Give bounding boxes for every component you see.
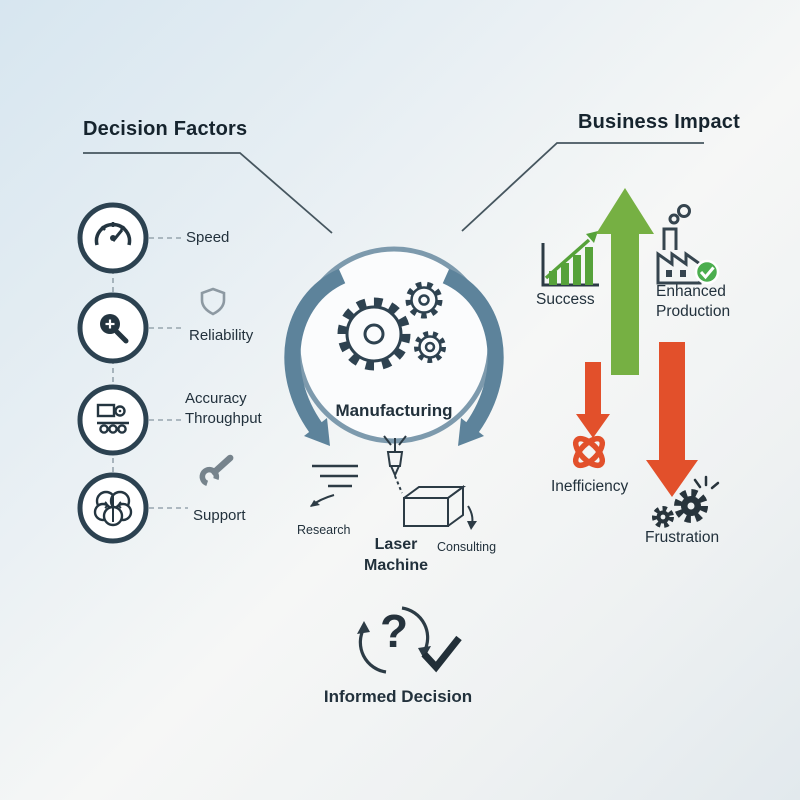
brain-icon — [77, 472, 149, 544]
business-impact-connector-line — [461, 142, 704, 232]
decision-factors-heading: Decision Factors — [83, 118, 248, 140]
down-arrow-large-icon — [646, 342, 698, 497]
magnifier-icon — [77, 292, 149, 364]
question-mark-glyph: ? — [380, 605, 409, 657]
up-arrow-icon — [596, 188, 654, 375]
cycle-arrows-icon — [284, 268, 504, 446]
enhanced-production-label: Enhanced Production — [656, 283, 731, 321]
refresh-question-icon — [357, 606, 431, 674]
shield-icon — [200, 287, 226, 316]
consulting-label: Consulting — [437, 540, 497, 554]
success-label: Success — [536, 291, 595, 308]
informed-decision-label: Informed Decision — [323, 687, 473, 706]
factor-label-accuracy-throughput: Accuracy Throughput — [185, 390, 262, 427]
factor-label-support: Support — [193, 507, 246, 524]
laser-machine-label: Laser Machine — [363, 536, 428, 574]
business-impact-heading: Business Impact — [578, 111, 740, 133]
manufacturing-label: Manufacturing — [335, 401, 453, 420]
decision-factors-connector-line — [83, 152, 333, 234]
factor-label-speed: Speed — [186, 229, 230, 246]
laser-cutter-icon — [310, 435, 477, 530]
frustration-label: Frustration — [645, 529, 720, 546]
research-label: Research — [297, 523, 351, 537]
wrench-icon — [199, 454, 234, 487]
factor-connector-lines — [112, 237, 188, 509]
gears-icon — [337, 281, 446, 371]
growth-chart-icon — [541, 231, 599, 287]
inefficiency-label: Inefficiency — [551, 478, 629, 495]
tangle-icon — [572, 435, 606, 469]
conveyor-icon — [77, 384, 149, 456]
checkmark-icon — [421, 635, 462, 673]
broken-gears-icon — [652, 475, 720, 528]
factor-label-reliability: Reliability — [189, 327, 254, 344]
down-arrow-small-icon — [576, 362, 610, 438]
factory-check-icon — [656, 204, 720, 285]
speedometer-icon — [77, 202, 149, 274]
